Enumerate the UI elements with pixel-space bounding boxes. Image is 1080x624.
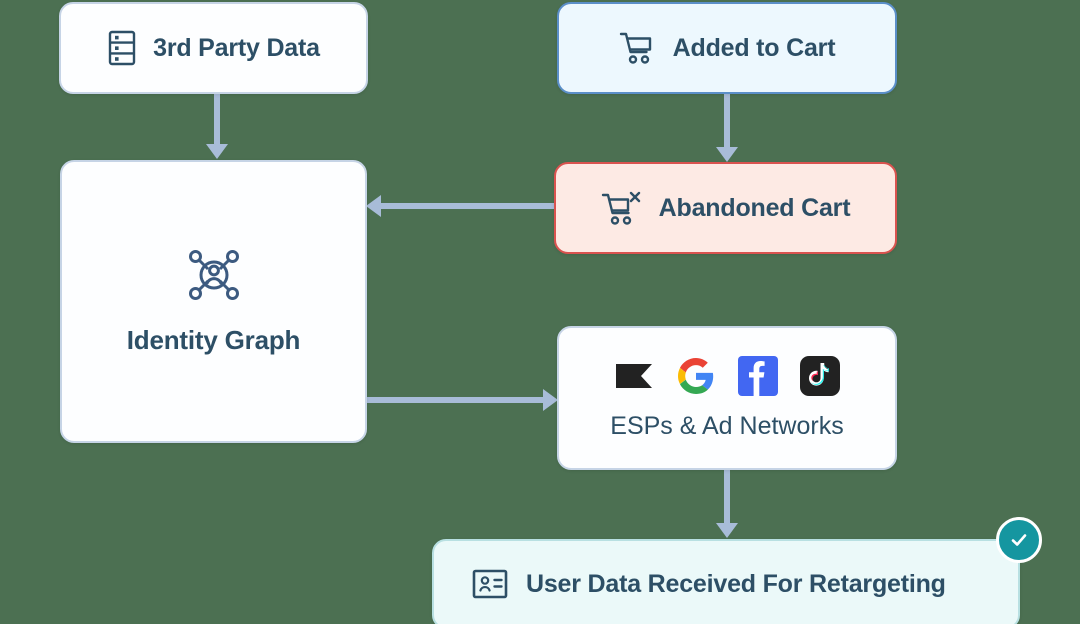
node-label: Identity Graph [126,325,301,355]
google-logo [676,356,716,396]
arrow-head-right [543,389,558,411]
node-esps-ad-networks[interactable]: ESPs & Ad Networks [557,326,897,470]
arrow-head-down [206,144,228,159]
node-label: Added to Cart [672,33,836,62]
node-identity-graph[interactable]: Identity Graph [60,160,367,443]
klaviyo-logo [614,356,654,396]
shopping-cart-x-icon [601,190,645,226]
shopping-cart-icon [619,31,657,65]
arrow-abandoned-cart-to-identity-graph [366,195,556,217]
node-label: ESPs & Ad Networks [610,411,844,440]
tiktok-logo [800,355,840,396]
node-added-to-cart[interactable]: Added to Cart [557,2,897,94]
brand-logo-row [614,355,840,396]
arrow-head-down [716,523,738,538]
check-icon [1011,534,1027,546]
arrow-esps-to-user-data [716,470,738,540]
arrow-added-cart-to-abandoned-cart [716,94,738,164]
node-label: Abandoned Cart [658,193,851,222]
node-abandoned-cart[interactable]: Abandoned Cart [554,162,897,254]
server-rack-icon [107,30,137,66]
id-card-icon [472,569,508,599]
node-label: 3rd Party Data [153,33,320,62]
arrow-head-left [366,195,381,217]
arrow-head-down [716,147,738,162]
facebook-logo [738,355,778,396]
arrow-shaft [724,470,730,525]
identity-network-icon [186,247,242,303]
arrow-shaft [214,94,220,146]
node-third-party-data[interactable]: 3rd Party Data [59,2,368,94]
check-badge [996,517,1042,563]
arrow-shaft [366,397,544,403]
node-label: User Data Received For Retargeting [526,569,946,598]
arrow-third-party-to-identity-graph [206,94,228,160]
arrow-identity-graph-to-esps [366,389,558,411]
node-user-data-received[interactable]: User Data Received For Retargeting [432,539,1020,624]
arrow-shaft [724,94,730,149]
arrow-shaft [380,203,556,209]
